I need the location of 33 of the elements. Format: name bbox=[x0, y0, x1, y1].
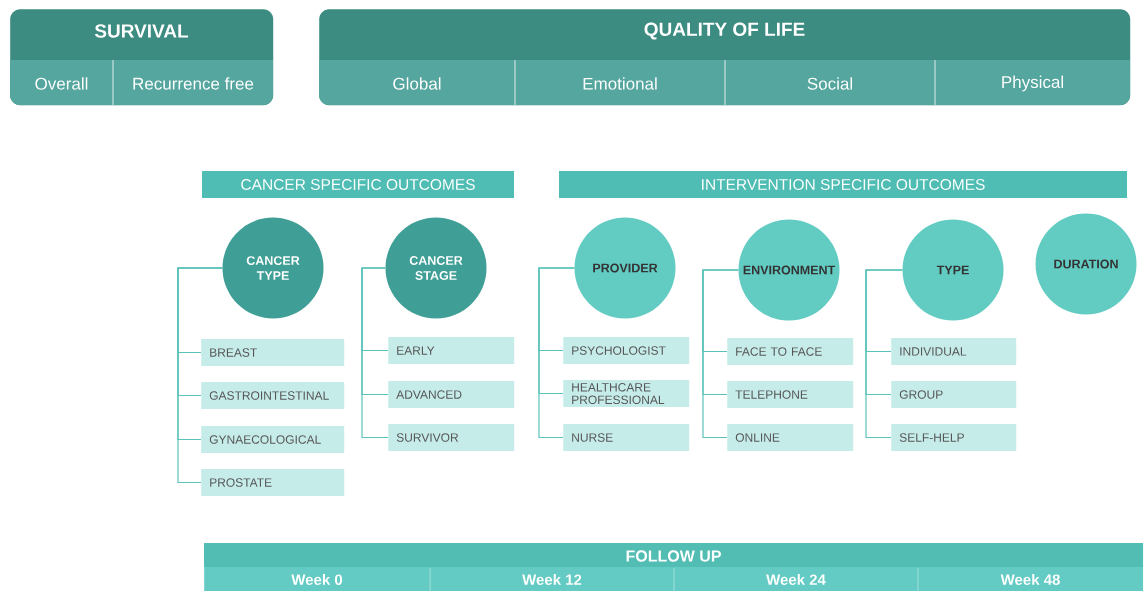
connector-line bbox=[538, 267, 575, 439]
option-box: PROSTATE bbox=[201, 469, 345, 496]
option-box: GYNAECOLOGICAL bbox=[201, 426, 345, 453]
option-box: EARLY bbox=[388, 337, 515, 364]
option-box: HEALTHCARE PROFESSIONAL bbox=[563, 380, 690, 407]
option-box: TELEPHONE bbox=[727, 381, 854, 408]
option-box: GROUP bbox=[891, 381, 1017, 408]
cell-label: Emotional bbox=[583, 77, 657, 90]
option-box: INDIVIDUAL bbox=[891, 338, 1017, 365]
option-box: BREAST bbox=[201, 339, 345, 366]
option-box: SELF-HELP bbox=[891, 424, 1017, 451]
option-box: PSYCHOLOGIST bbox=[563, 337, 690, 364]
cell-label: Global bbox=[393, 77, 441, 90]
option-box: SURVIVOR bbox=[388, 424, 515, 451]
cell-label: Overall bbox=[35, 77, 88, 90]
option-box: ADVANCED bbox=[388, 381, 515, 408]
cell-label: Recurrence free bbox=[133, 77, 254, 90]
cell-label: Social bbox=[807, 77, 852, 90]
week-label: Week 24 bbox=[766, 574, 826, 585]
option-box: ONLINE bbox=[727, 424, 854, 451]
week-label: Week 48 bbox=[1000, 574, 1060, 585]
category-banner: CANCER SPECIFIC OUTCOMES bbox=[202, 171, 514, 198]
connector-line bbox=[361, 267, 389, 439]
option-box: FACE TO FACE bbox=[727, 338, 854, 365]
connector-line bbox=[702, 269, 739, 439]
cell-label: Physical bbox=[1002, 75, 1063, 92]
connector-line bbox=[865, 269, 903, 439]
option-box: NURSE bbox=[563, 424, 690, 451]
week-label: Week 12 bbox=[522, 574, 582, 585]
week-label: Week 0 bbox=[291, 574, 343, 585]
connector-line bbox=[177, 267, 223, 484]
category-banner: INTERVENTION SPECIFIC OUTCOMES bbox=[559, 171, 1127, 198]
option-box: GASTROINTESTINAL bbox=[201, 382, 345, 409]
